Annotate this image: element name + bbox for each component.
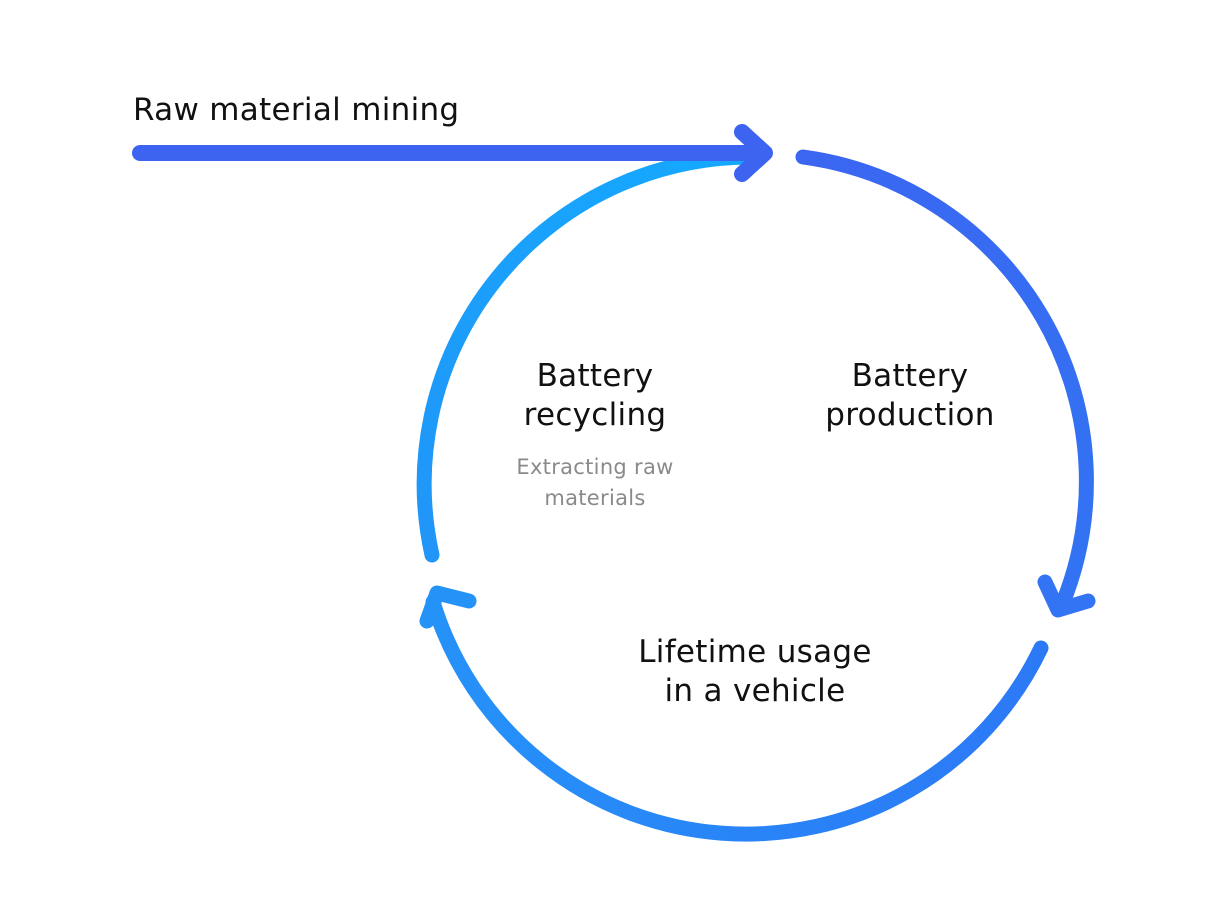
battery-production-label: Battery production bbox=[800, 357, 1020, 435]
raw-material-arrow bbox=[132, 124, 773, 182]
raw-material-mining-label: Raw material mining bbox=[133, 92, 460, 128]
battery-recycling-label: Battery recycling bbox=[495, 357, 695, 435]
production-arrowhead bbox=[1037, 574, 1096, 618]
lifetime-usage-label-line-2: in a vehicle bbox=[664, 673, 846, 709]
lifetime-usage-label-line-1: Lifetime usage bbox=[638, 634, 872, 670]
usage-arrow bbox=[419, 585, 1049, 842]
raw-material-arrowhead bbox=[734, 124, 773, 182]
battery-recycling-label-line-2: recycling bbox=[523, 397, 667, 433]
extracting-raw-materials-line-2: materials bbox=[544, 486, 646, 510]
battery-production-label-line-2: production bbox=[825, 397, 995, 433]
battery-recycling-label-line-1: Battery bbox=[536, 358, 654, 394]
production-arrow bbox=[795, 149, 1096, 618]
production-arc bbox=[795, 149, 1094, 613]
usage-arc bbox=[425, 594, 1049, 842]
lifetime-usage-label: Lifetime usage in a vehicle bbox=[615, 633, 895, 711]
usage-arrowhead bbox=[419, 585, 477, 629]
extracting-raw-materials-line-1: Extracting raw bbox=[516, 455, 674, 479]
battery-production-label-line-1: Battery bbox=[851, 358, 969, 394]
extracting-raw-materials-label: Extracting raw materials bbox=[480, 452, 710, 514]
recycling-arc bbox=[416, 149, 763, 563]
